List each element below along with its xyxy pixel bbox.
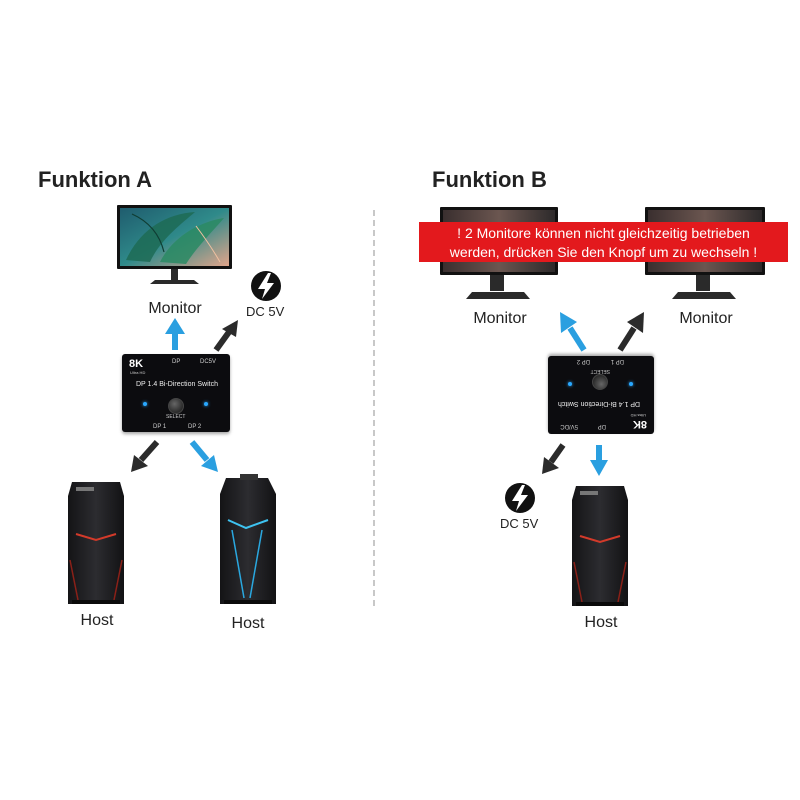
warning-line-2: werden, drücken Sie den Knopf um zu wech… xyxy=(449,244,758,260)
port-label: 5V/DC xyxy=(560,423,578,429)
arrow-icon xyxy=(560,312,587,352)
power-label: DC 5V xyxy=(500,516,539,531)
port-label: DP 1 xyxy=(153,424,167,430)
arrow-icon xyxy=(213,320,238,352)
port-label: DP xyxy=(172,359,181,365)
select-button[interactable] xyxy=(168,398,184,414)
port-label: DP 2 xyxy=(576,358,590,364)
device-name: DP 1.4 Bi-Direction Switch xyxy=(558,400,640,407)
pc-tower-icon xyxy=(220,474,276,604)
device-badge-sub: Ultra HD xyxy=(130,370,146,375)
switch-device-icon: 8K Ultra HD DP DC5V DP 1.4 Bi-Direction … xyxy=(122,354,230,432)
host-label: Host xyxy=(584,614,618,631)
arrow-icon xyxy=(542,443,566,474)
host-label: Host xyxy=(231,615,265,632)
port-label: DP 2 xyxy=(188,424,202,430)
device-name: DP 1.4 Bi-Direction Switch xyxy=(136,381,218,388)
select-label: SELECT xyxy=(166,414,186,420)
port-label: DC5V xyxy=(200,359,217,365)
port-label: DP 1 xyxy=(610,358,624,364)
select-label: SELECT xyxy=(590,368,610,374)
arrow-icon xyxy=(165,318,185,350)
select-button[interactable] xyxy=(592,374,608,390)
section-a-title: Funktion A xyxy=(38,167,153,192)
arrow-icon xyxy=(617,312,644,352)
power-bolt-icon xyxy=(251,271,281,301)
led-indicator xyxy=(629,382,633,386)
monitor-icon xyxy=(117,205,232,284)
arrow-icon xyxy=(590,445,608,476)
arrow-icon xyxy=(189,440,218,472)
monitor-label: Monitor xyxy=(148,300,202,317)
device-badge: 8K xyxy=(129,358,144,370)
device-badge-sub: Ultra HD xyxy=(630,413,646,418)
led-indicator xyxy=(143,402,147,406)
host-label: Host xyxy=(80,612,114,629)
power-bolt-icon xyxy=(505,483,535,513)
port-label: DP xyxy=(597,423,606,429)
led-indicator xyxy=(204,402,208,406)
device-badge: 8K xyxy=(632,418,647,430)
switch-device-icon: 8K Ultra HD DP 5V/DC DP 1.4 Bi-Direction… xyxy=(548,356,654,434)
arrow-icon xyxy=(131,440,160,472)
warning-line-1: ! 2 Monitore können nicht gleichzeitig b… xyxy=(457,225,750,241)
monitor-label: Monitor xyxy=(679,310,733,327)
led-indicator xyxy=(568,382,572,386)
pc-tower-icon xyxy=(68,482,124,604)
power-label: DC 5V xyxy=(246,304,285,319)
monitor-label: Monitor xyxy=(473,310,527,327)
warning-banner: ! 2 Monitore können nicht gleichzeitig b… xyxy=(419,222,788,262)
section-b-title: Funktion B xyxy=(432,167,547,192)
pc-tower-icon xyxy=(572,486,628,606)
